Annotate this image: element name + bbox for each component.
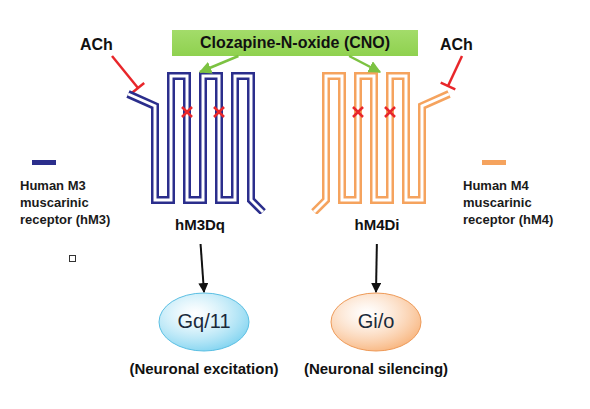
g-protein-shape	[159, 293, 249, 351]
mutation-mark	[353, 107, 363, 117]
mutation-mark	[214, 107, 224, 117]
legend-text: Human M3 muscarinic receptor (hM3)	[20, 177, 124, 228]
g-protein-ellipse: Gi/o(Neuronal silencing)	[330, 292, 422, 352]
mutation-mark	[182, 107, 192, 117]
drug-name: Clozapine-N-oxide (CNO)	[200, 34, 390, 52]
arrow-connector	[375, 244, 378, 292]
inhibition-bar	[132, 83, 144, 93]
receptor-shape	[302, 72, 452, 214]
receptor-ribbon-core	[314, 76, 449, 212]
inhibition-bar	[441, 83, 456, 90]
receptor-ribbon	[128, 76, 263, 212]
legend-swatch	[482, 160, 506, 165]
ligand-label: ACh	[80, 36, 113, 54]
receptor-name: hM4Di	[302, 216, 452, 233]
inhibition-line	[448, 56, 462, 86]
receptor-ribbon-core	[128, 76, 263, 212]
g-protein-ellipse: Gq/11(Neuronal excitation)	[158, 292, 250, 352]
inhibition-line	[112, 56, 138, 88]
drug-box: Clozapine-N-oxide (CNO)	[172, 30, 418, 56]
legend-text: Human M4 muscarinic receptor (hM4)	[463, 177, 571, 228]
g-protein-name: Gq/11	[158, 310, 250, 333]
arrow-connector	[200, 56, 238, 72]
ligand-label: ACh	[440, 36, 473, 54]
arrow-connector	[201, 244, 204, 292]
receptor-group	[314, 76, 449, 212]
receptor-node: hM3Dq	[125, 72, 275, 236]
g-protein-shape	[331, 293, 421, 351]
receptor-name: hM3Dq	[125, 216, 275, 233]
effect-label: (Neuronal silencing)	[280, 360, 472, 377]
receptor-group	[128, 76, 263, 212]
receptor-shape	[125, 72, 275, 214]
arrow-connector	[349, 56, 380, 72]
g-protein-name: Gi/o	[330, 310, 422, 333]
legend-swatch	[32, 160, 56, 165]
effect-label: (Neuronal excitation)	[108, 360, 300, 377]
small-square	[70, 256, 76, 262]
receptor-ribbon	[314, 76, 449, 212]
receptor-node: hM4Di	[302, 72, 452, 236]
mutation-mark	[385, 107, 395, 117]
